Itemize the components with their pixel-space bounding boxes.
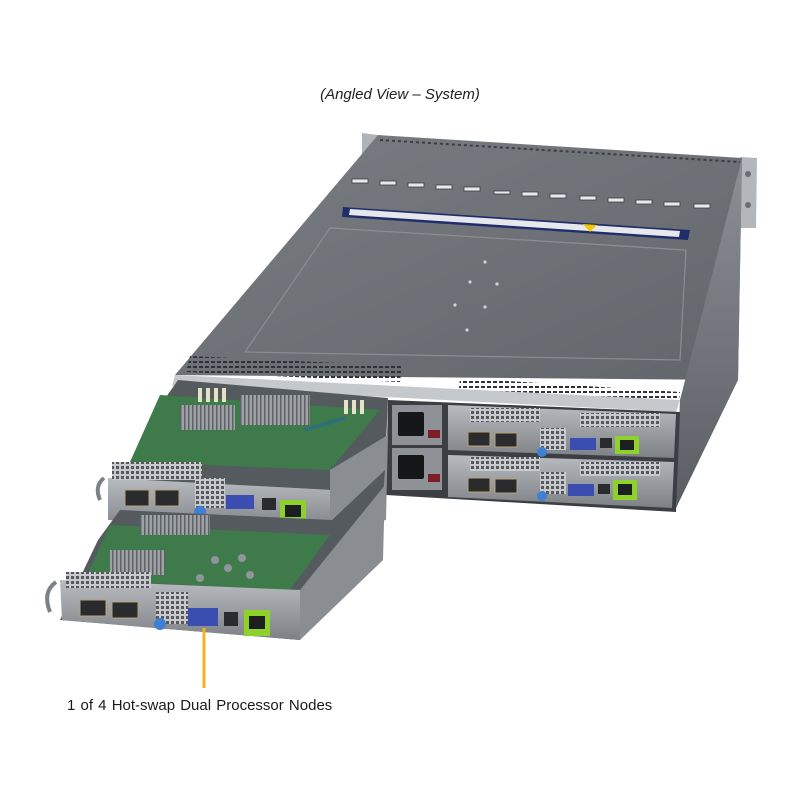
lan-port-icon [124, 489, 150, 507]
node-handle [45, 580, 58, 613]
release-knob-icon [154, 618, 166, 630]
node-1-extended [95, 380, 388, 532]
chassis-side [676, 158, 742, 508]
vga-port-icon [568, 484, 594, 496]
vga-port-icon [570, 438, 596, 450]
cpu-heatsink [140, 515, 210, 535]
cpu-heatsink [110, 550, 165, 575]
node-4-inserted [448, 455, 674, 508]
power-inlet-icon [398, 412, 424, 436]
power-inlet-icon [398, 455, 424, 479]
view-caption: (Angled View – System) [320, 86, 480, 103]
warning-icon [583, 224, 597, 232]
rack-ear-right [739, 157, 757, 228]
node-handle [95, 476, 106, 501]
cpu-heatsink [240, 395, 310, 425]
lan-port-icon [494, 432, 518, 448]
rear-bay [386, 400, 680, 512]
node-2-extended [45, 470, 385, 640]
service-label-strip [342, 207, 690, 240]
callout-label: 1 of 4 Hot-swap Dual Processor Nodes [67, 697, 333, 714]
lan-port-icon [494, 478, 518, 494]
lan-port-icon [467, 431, 491, 447]
lan-port-icon [111, 601, 139, 619]
usb-port-icon [262, 498, 276, 510]
usb-port-icon [598, 484, 610, 494]
usb-port-icon [600, 438, 612, 448]
node-3-inserted [448, 405, 676, 458]
chassis-front-lip [172, 375, 680, 412]
lan-port-icon [467, 477, 491, 493]
front-vent-left [186, 356, 402, 382]
lan-port-icon [154, 489, 180, 507]
chassis-top-cover [175, 135, 742, 410]
vga-port-icon [188, 608, 218, 626]
vga-port-icon [226, 495, 254, 509]
cpu-heatsink [180, 405, 235, 430]
lan-port-icon [79, 599, 107, 617]
usb-port-icon [224, 612, 238, 626]
vent-slots-row [351, 178, 711, 209]
power-supply-2 [392, 448, 442, 490]
power-supply-1 [392, 405, 442, 445]
